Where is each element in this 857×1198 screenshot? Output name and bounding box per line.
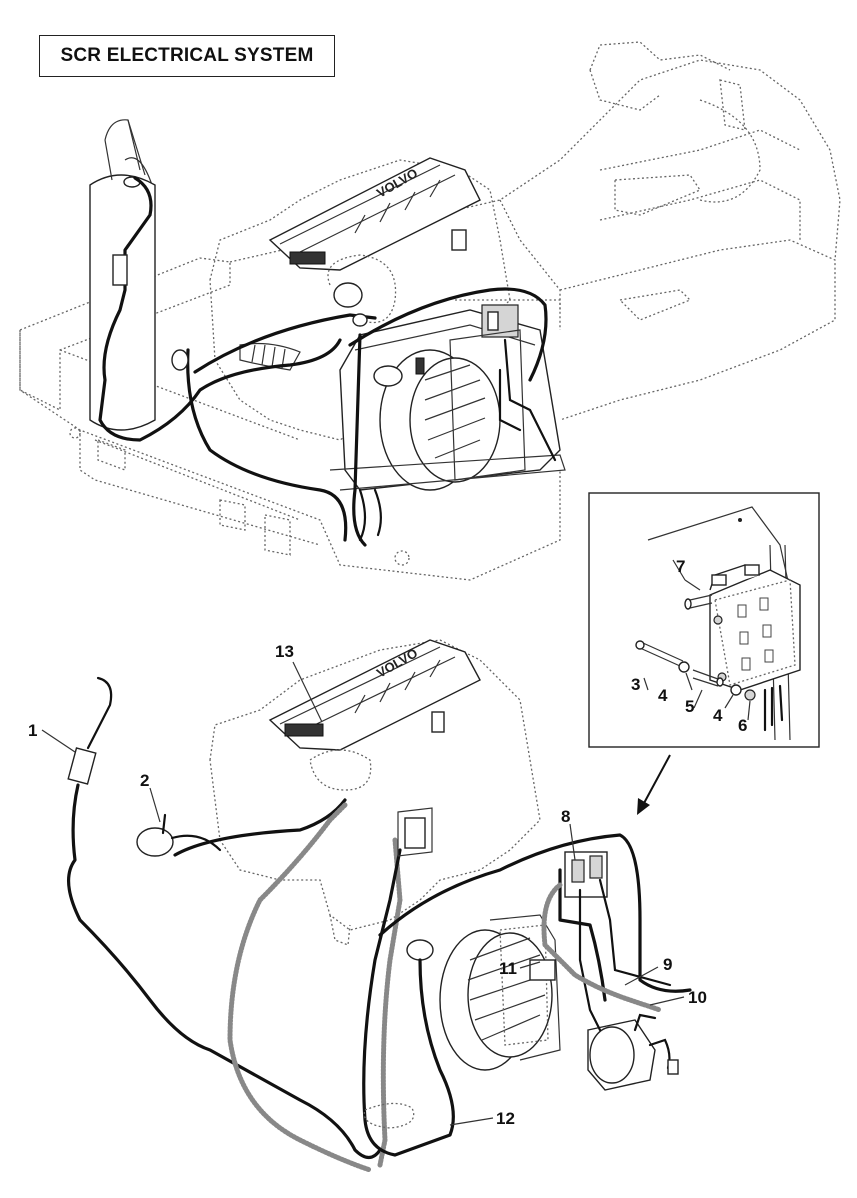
callout-4a: 4 [658,686,668,705]
callout-3: 3 [631,675,640,694]
callout-2: 2 [140,771,149,790]
callout-5: 5 [685,697,694,716]
callout-12: 12 [496,1109,515,1128]
diagram-title-box: SCR ELECTRICAL SYSTEM [39,35,335,77]
callout-4b: 4 [713,706,723,725]
callout-13: 13 [275,642,294,661]
top-scr-unit [329,304,566,491]
callout-11: 11 [499,959,517,978]
inset-arrow [637,754,671,815]
top-harness [98,176,557,547]
callout-9: 9 [663,955,672,974]
inset-detail-box [588,492,820,748]
callout-1: 1 [28,721,37,740]
callout-10: 10 [688,988,707,1007]
callout-labels: 1 2 3 4 4 5 6 7 8 9 10 11 12 13 [28,557,747,1128]
callout-7: 7 [676,557,685,576]
bottom-harness [66,676,692,1173]
leader-lines [41,661,685,1126]
bottom-scr-unit [406,851,679,1091]
callout-8: 8 [561,807,570,826]
callout-6: 6 [738,716,747,735]
diagram-title: SCR ELECTRICAL SYSTEM [60,45,314,66]
